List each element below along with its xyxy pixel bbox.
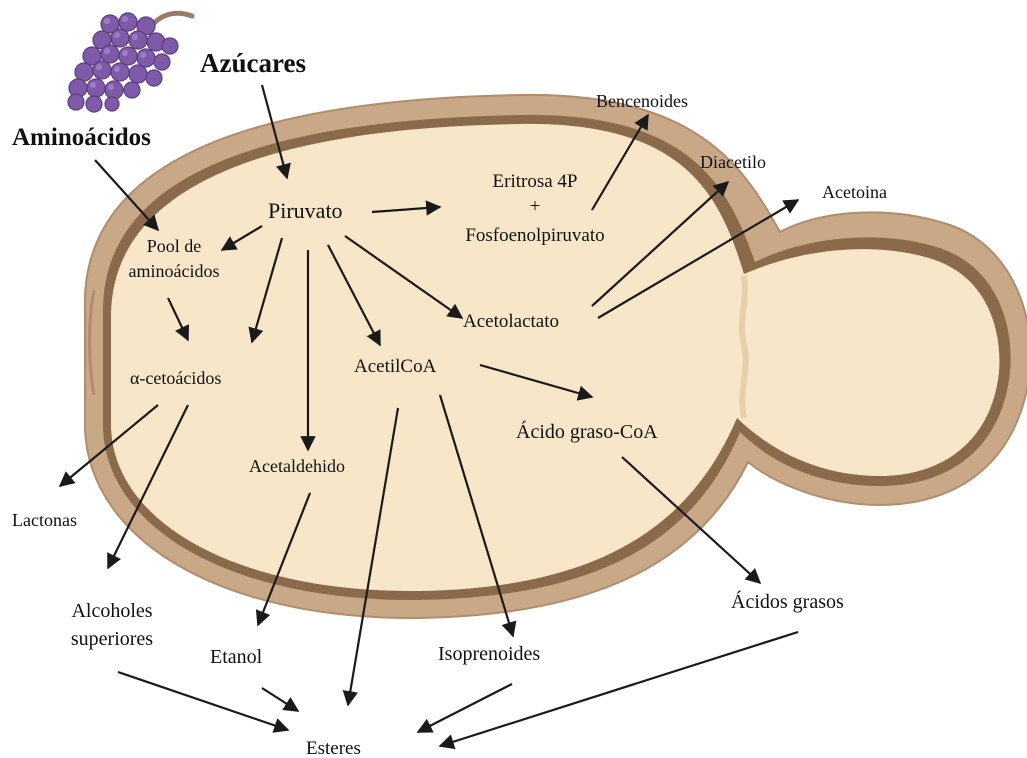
label-acetilcoa: AcetilCoA [354, 356, 437, 377]
label-acetoina: Acetoina [822, 182, 887, 202]
label-aminoacidos: Aminoácidos [12, 124, 151, 151]
bud-neck [742, 276, 746, 418]
arrow-alcoholes-esteres [118, 672, 288, 730]
label-acidos-grasos: Ácidos grasos [731, 590, 844, 613]
label-acetaldehido: Acetaldehido [249, 456, 345, 476]
label-isoprenoides: Isoprenoides [438, 643, 540, 665]
label-pool-line1: Pool de [147, 236, 202, 256]
label-piruvato: Piruvato [268, 198, 343, 223]
label-bencenoides: Bencenoides [596, 91, 688, 111]
grapes-icon [68, 13, 192, 112]
label-azucares: Azúcares [200, 48, 306, 78]
label-esteres: Esteres [306, 738, 361, 758]
label-alcoholes-line1: Alcoholes [71, 600, 152, 622]
label-acetolactato: Acetolactato [463, 311, 559, 332]
label-eritrosa-plus: + [530, 196, 541, 217]
label-eritrosa-line3: Fosfoenolpiruvato [465, 225, 604, 246]
label-pool-line2: aminoácidos [129, 261, 220, 281]
label-lactonas: Lactonas [12, 510, 77, 530]
label-alcoholes-line2: superiores [71, 628, 153, 650]
label-cetoacidos: α-cetoácidos [130, 368, 221, 388]
label-diacetilo: Diacetilo [700, 152, 766, 172]
arrow-etanol-esteres [262, 688, 298, 711]
label-etanol: Etanol [210, 646, 263, 668]
label-acido-graso-coa: Ácido graso-CoA [516, 420, 658, 443]
arrow-isoprenoides-esteres [418, 684, 512, 732]
label-eritrosa-line1: Eritrosa 4P [493, 171, 578, 192]
